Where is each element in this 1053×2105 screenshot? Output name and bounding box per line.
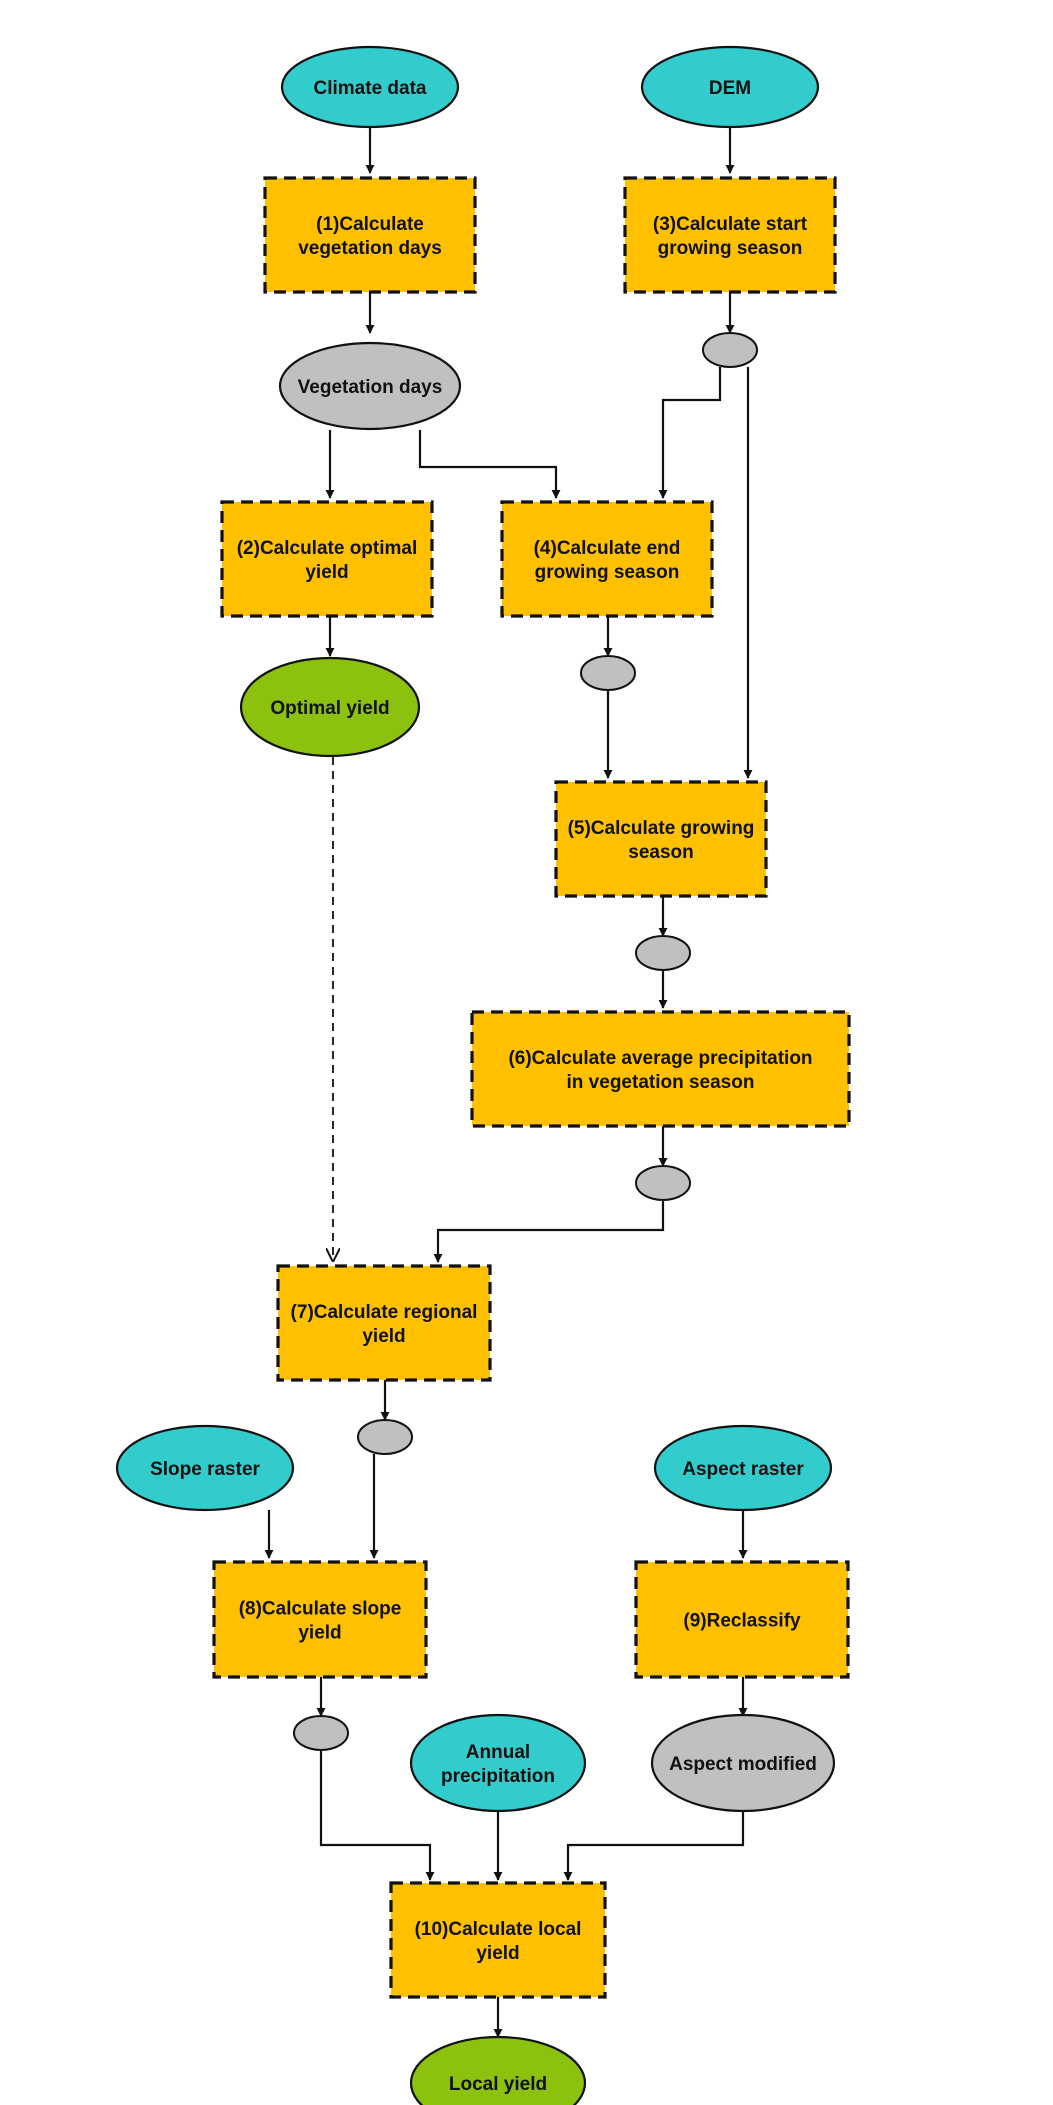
node-label-line: growing season [535, 562, 680, 583]
node-label-line: (3)Calculate start [653, 214, 808, 235]
node-p10: (10)Calculate local yield [389, 1881, 607, 1999]
edge-node-f-to-p10 [319, 1750, 435, 1881]
edge-aspectmod-to-p10 [563, 1810, 745, 1881]
node-climate-data: Climate data [280, 45, 460, 129]
node-label-line: yield [362, 1326, 405, 1347]
node-shape [263, 176, 477, 294]
edge-node-d-to-p7 [433, 1200, 665, 1263]
node-label-line: Optimal yield [270, 698, 389, 719]
node-annual-precipitation: Annual precipitation [409, 1713, 587, 1813]
node-p3: (3)Calculate start growing season [623, 176, 837, 294]
node-dem: DEM [640, 45, 820, 129]
node-shape [239, 656, 421, 758]
intermediate-node-a [702, 332, 758, 368]
node-shape [650, 1713, 836, 1813]
node-label-line: yield [476, 1943, 519, 1964]
node-label-line: vegetation days [298, 238, 442, 259]
node-optimal-yield: Optimal yield [239, 656, 421, 758]
node-label-line: Slope raster [150, 1459, 260, 1480]
intermediate-node-f [293, 1715, 349, 1751]
node-label-line: growing season [658, 238, 803, 259]
intermediate-node-b [580, 655, 636, 691]
node-label-line: precipitation [441, 1766, 555, 1787]
node-p1: (1)Calculate vegetation days [263, 176, 477, 294]
node-slope-raster: Slope raster [115, 1424, 295, 1512]
node-label-line: Aspect modified [669, 1754, 817, 1775]
node-vegetation-days: Vegetation days [278, 341, 462, 431]
node-label-line: (5)Calculate growing [568, 818, 755, 839]
node-label-line: in vegetation season [567, 1072, 755, 1093]
node-label-line: yield [298, 1623, 341, 1644]
node-shape [115, 1424, 295, 1512]
node-aspect-raster: Aspect raster [653, 1424, 833, 1512]
node-label-line: season [628, 842, 693, 863]
node-label-line: (2)Calculate optimal [237, 538, 418, 559]
node-shape [389, 1881, 607, 1999]
intermediate-node-d [635, 1165, 691, 1201]
node-shape [276, 1264, 492, 1382]
node-shape [212, 1560, 428, 1679]
node-p5: (5)Calculate growing season [554, 780, 768, 898]
node-shape [653, 1424, 833, 1512]
node-p8: (8)Calculate slope yield [212, 1560, 428, 1679]
node-shape [409, 2035, 587, 2105]
node-shape [640, 45, 820, 129]
node-p6: (6)Calculate average precipitation in veg… [470, 1010, 851, 1128]
node-shape [554, 780, 768, 898]
node-label-line: DEM [709, 78, 751, 99]
node-p4: (4)Calculate end growing season [500, 500, 714, 618]
edge-vegdays-to-p4 [418, 430, 561, 499]
intermediate-node-c [635, 935, 691, 971]
node-label-line: (7)Calculate regional [291, 1302, 478, 1323]
node-p2: (2)Calculate optimal yield [220, 500, 434, 618]
node-label-line: (8)Calculate slope [239, 1599, 402, 1620]
node-label-line: (10)Calculate local [415, 1919, 582, 1940]
node-shape [470, 1010, 851, 1128]
node-label-line: Climate data [314, 78, 427, 99]
node-label-line: yield [305, 562, 348, 583]
node-shape [278, 341, 462, 431]
node-shape [634, 1560, 850, 1679]
node-label-line: (4)Calculate end [534, 538, 681, 559]
node-shape [500, 500, 714, 618]
node-label-line: Annual [466, 1742, 530, 1763]
node-aspect-modified: Aspect modified [650, 1713, 836, 1813]
node-p9: (9)Reclassify [634, 1560, 850, 1679]
node-label-line: Local yield [449, 2074, 547, 2095]
node-shape [623, 176, 837, 294]
node-p7: (7)Calculate regional yield [276, 1264, 492, 1382]
intermediate-node-e [357, 1419, 413, 1455]
edge-node-a-to-p4 [658, 367, 722, 499]
node-label-line: Vegetation days [298, 377, 443, 398]
node-shape [409, 1713, 587, 1813]
node-label-line: (6)Calculate average precipitation [508, 1048, 812, 1069]
node-label-line: Aspect raster [682, 1459, 804, 1480]
node-shape [220, 500, 434, 618]
node-local-yield: Local yield [409, 2035, 587, 2105]
node-label-line: (1)Calculate [316, 214, 424, 235]
node-shape [280, 45, 460, 129]
node-label-line: (9)Reclassify [683, 1611, 801, 1632]
